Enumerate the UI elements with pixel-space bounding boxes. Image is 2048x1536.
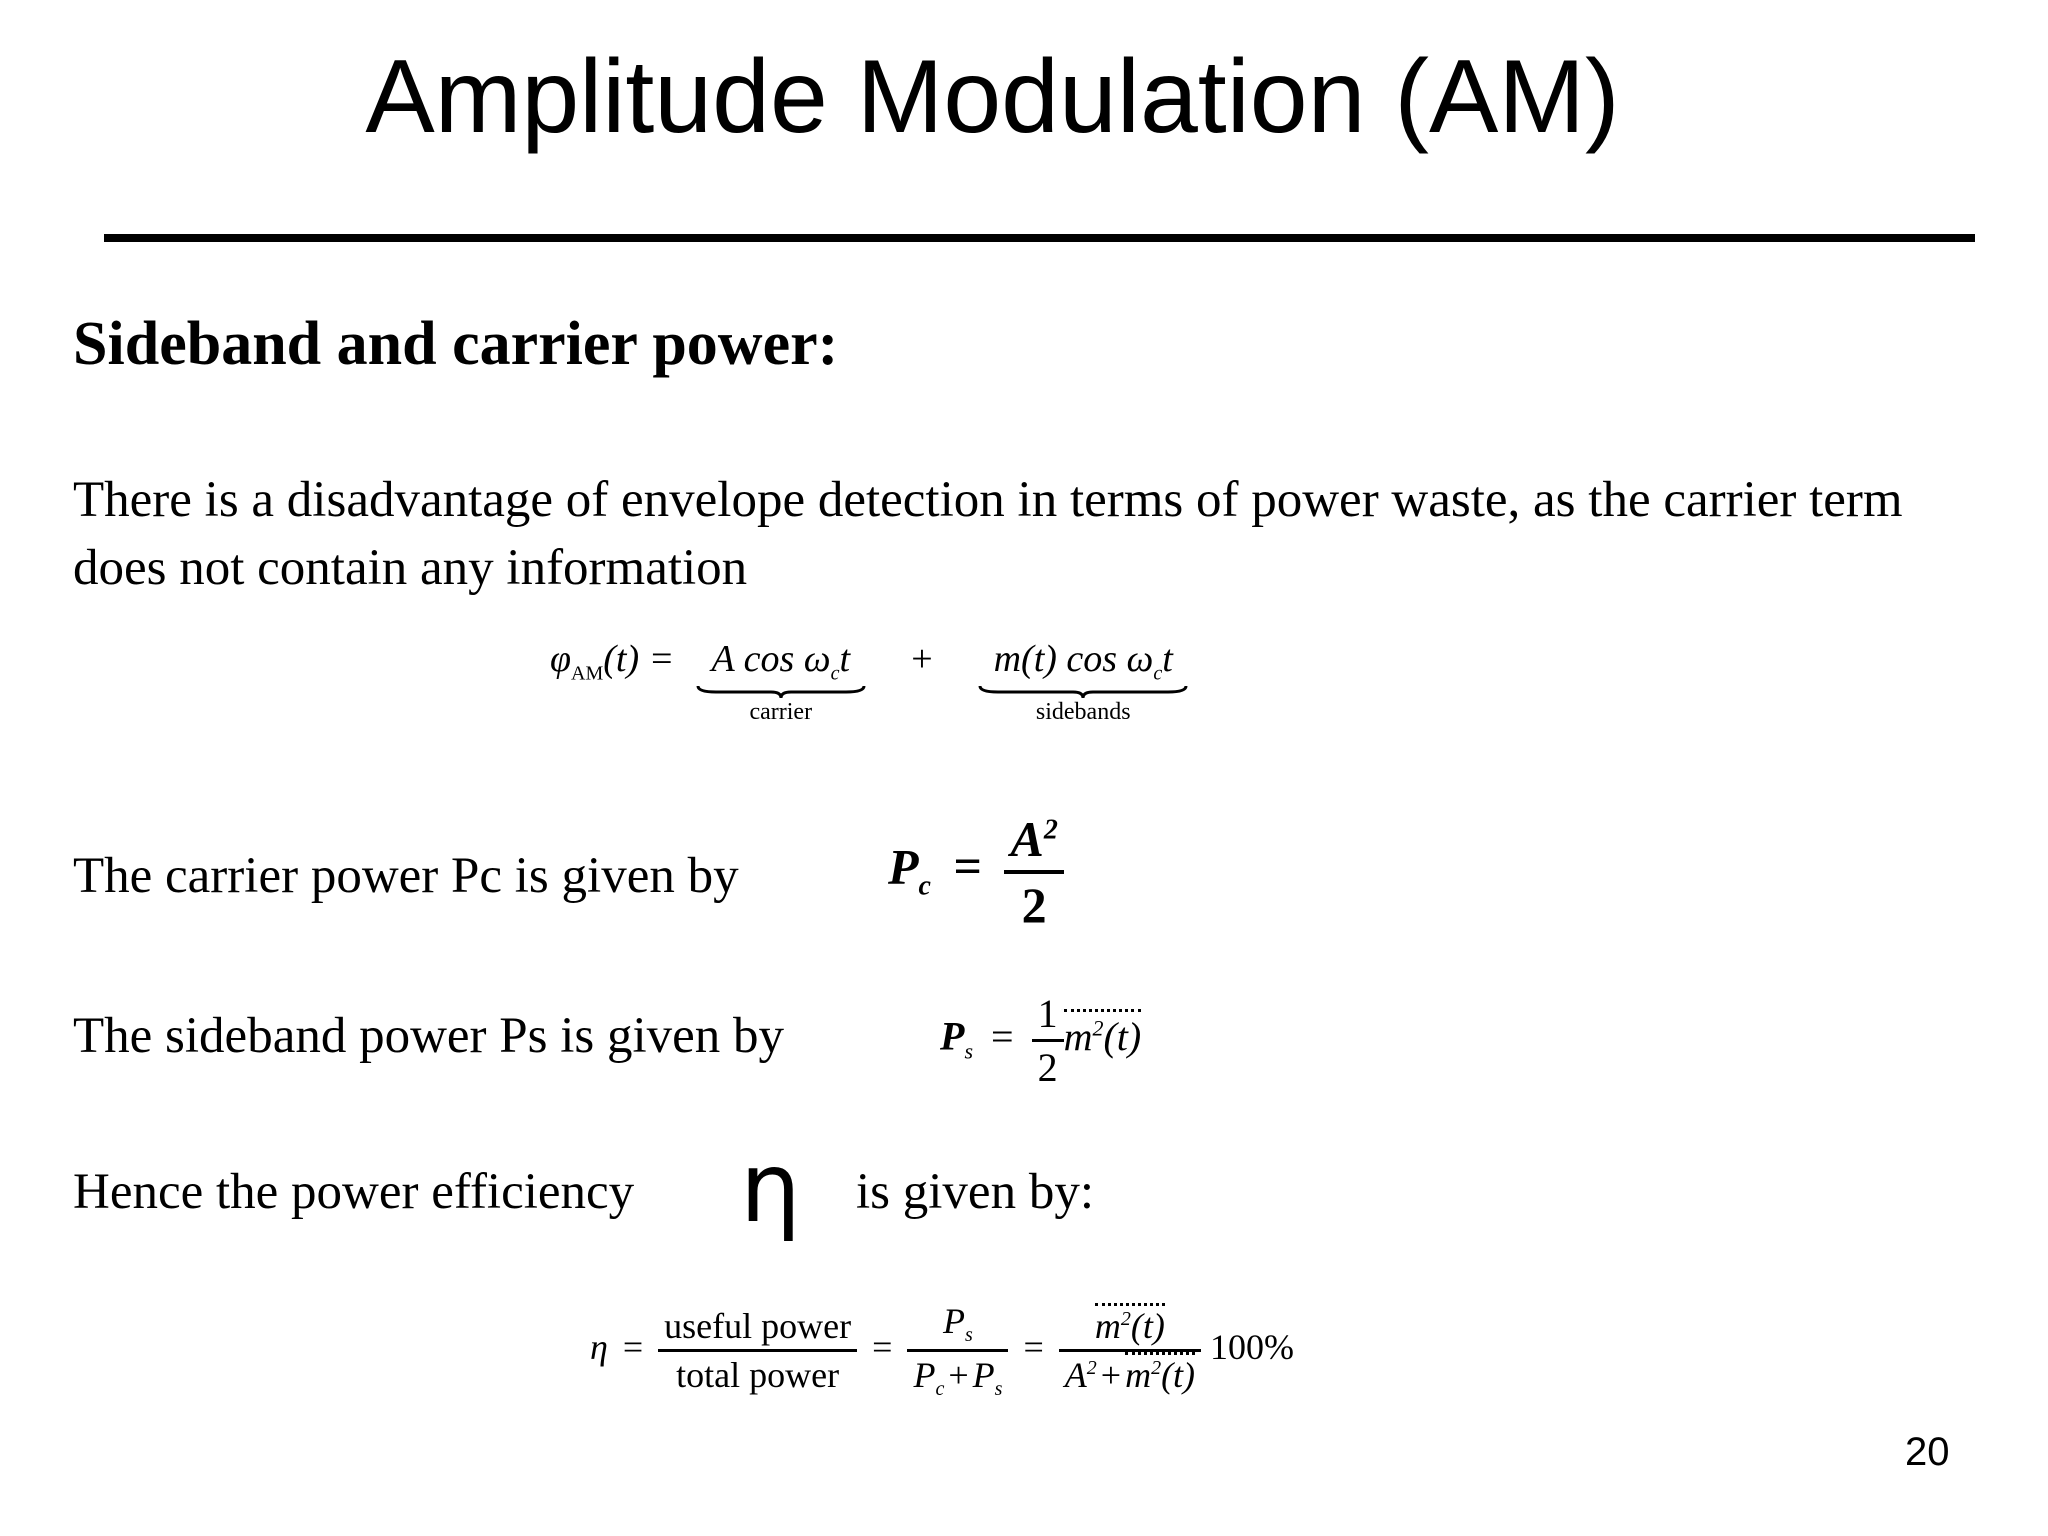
- mean-square-term: m2(t): [1063, 1008, 1142, 1059]
- sideband-term-group: m(t) cos ωct sidebands: [978, 640, 1188, 724]
- efficiency-text: Hence the power efficiency: [73, 1164, 635, 1220]
- carrier-power-fraction: A2 2: [1004, 810, 1064, 934]
- mean-square-fraction: m2(t) A2+m2(t): [1058, 1303, 1202, 1396]
- m-term: m: [1063, 1013, 1093, 1059]
- phi-subscript: AM: [571, 662, 604, 685]
- msq-num-arg: (t): [1130, 1306, 1165, 1347]
- carrier-fraction-numerator: A2: [1004, 810, 1064, 874]
- eff-equals-2: =: [872, 1326, 893, 1367]
- sideband-half-fraction: 1 2: [1031, 990, 1064, 1091]
- pc-symbol: P: [888, 838, 919, 895]
- carrier-num-sup: 2: [1043, 814, 1058, 846]
- plus-sign: +: [911, 638, 933, 680]
- carrier-num-a: A: [1010, 811, 1044, 867]
- efficiency-equation: η = useful power total power = Ps Pc+Ps …: [590, 1300, 1294, 1401]
- sideband-term-t: t: [1162, 638, 1173, 680]
- ps-num-sub: s: [965, 1324, 973, 1347]
- den-ps-sub: s: [994, 1378, 1003, 1401]
- intro-paragraph: There is a disadvantage of envelope dete…: [73, 472, 1903, 596]
- sideband-label: sidebands: [1035, 698, 1131, 725]
- useful-power-label: useful power: [658, 1305, 858, 1353]
- useful-total-fraction: useful power total power: [658, 1305, 858, 1396]
- carrier-fraction-denominator: 2: [1021, 877, 1047, 933]
- msq-numerator: m2(t): [1058, 1303, 1202, 1353]
- power-ratio-fraction: Ps Pc+Ps: [907, 1300, 1009, 1401]
- msq-den-arg: (t): [1161, 1355, 1196, 1396]
- msq-denominator: A2+m2(t): [1059, 1352, 1201, 1396]
- phi-symbol: φ: [550, 638, 572, 680]
- msq-num-term: m2(t): [1094, 1303, 1165, 1347]
- total-power-label: total power: [676, 1355, 840, 1396]
- msq-den-plus: +: [1100, 1355, 1122, 1396]
- carrier-term: A cos ωct: [696, 640, 866, 684]
- carrier-term-text: A cos ω: [711, 638, 831, 680]
- am-signal-equation: φAM(t) = A cos ωct carrier + m(t) cos ωc…: [550, 640, 1188, 724]
- carrier-term-subscript: c: [830, 662, 840, 685]
- slide-title: Amplitude Modulation (AM): [365, 39, 1620, 155]
- den-ps: P: [972, 1355, 995, 1396]
- ps-subscript: s: [964, 1038, 973, 1064]
- eff-equals-1: =: [622, 1326, 644, 1367]
- half-numerator: 1: [1031, 990, 1064, 1042]
- sideband-underbrace: [978, 685, 1188, 698]
- carrier-power-text: The carrier power Pc is given by: [73, 848, 739, 904]
- carrier-label: carrier: [749, 698, 813, 725]
- sideband-term-subscript: c: [1153, 662, 1163, 685]
- sideband-term: m(t) cos ωct: [978, 640, 1188, 684]
- msq-num-m: m: [1094, 1306, 1121, 1347]
- sideband-equals: =: [991, 1013, 1014, 1059]
- carrier-term-group: A cos ωct carrier: [696, 640, 866, 724]
- section-heading: Sideband and carrier power:: [73, 310, 839, 378]
- ps-numerator: Ps: [907, 1300, 1009, 1353]
- den-pc-sub: c: [935, 1378, 945, 1401]
- ps-num-p: P: [943, 1301, 966, 1341]
- sideband-power-equation: Ps = 1 2 m2(t): [940, 990, 1142, 1091]
- den-plus: +: [948, 1355, 969, 1396]
- den-pc: P: [913, 1355, 936, 1396]
- phi-argument: (t) =: [603, 638, 675, 680]
- page-number: 20: [1905, 1430, 1950, 1474]
- title-divider: [104, 234, 1975, 242]
- m-term-arg: (t): [1103, 1013, 1142, 1059]
- pc-subscript: c: [918, 870, 931, 902]
- carrier-underbrace: [696, 685, 866, 698]
- carrier-term-t: t: [839, 638, 851, 680]
- eta-symbol: η: [740, 1132, 801, 1244]
- carrier-equals: =: [953, 838, 982, 895]
- eff-equals-3: =: [1023, 1326, 1044, 1367]
- msq-den-term: m2(t): [1125, 1352, 1196, 1396]
- percent-label: 100%: [1210, 1326, 1295, 1367]
- half-denominator: 2: [1037, 1045, 1058, 1090]
- ps-symbol: P: [940, 1013, 965, 1059]
- eta-lhs: η: [590, 1326, 608, 1367]
- msq-den-a-sup: 2: [1086, 1357, 1097, 1380]
- msq-num-sup: 2: [1120, 1308, 1131, 1331]
- msq-den-m-sup: 2: [1151, 1357, 1162, 1380]
- carrier-power-equation: Pc = A2 2: [888, 810, 1064, 934]
- sideband-power-text: The sideband power Ps is given by: [73, 1008, 785, 1064]
- msq-den-m: m: [1125, 1355, 1152, 1396]
- pc-ps-denominator: Pc+Ps: [907, 1352, 1008, 1401]
- sideband-term-text: m(t) cos ω: [993, 638, 1154, 680]
- efficiency-text-end: is given by:: [856, 1164, 1094, 1220]
- msq-den-a: A: [1064, 1355, 1087, 1396]
- m-term-sup: 2: [1092, 1015, 1104, 1041]
